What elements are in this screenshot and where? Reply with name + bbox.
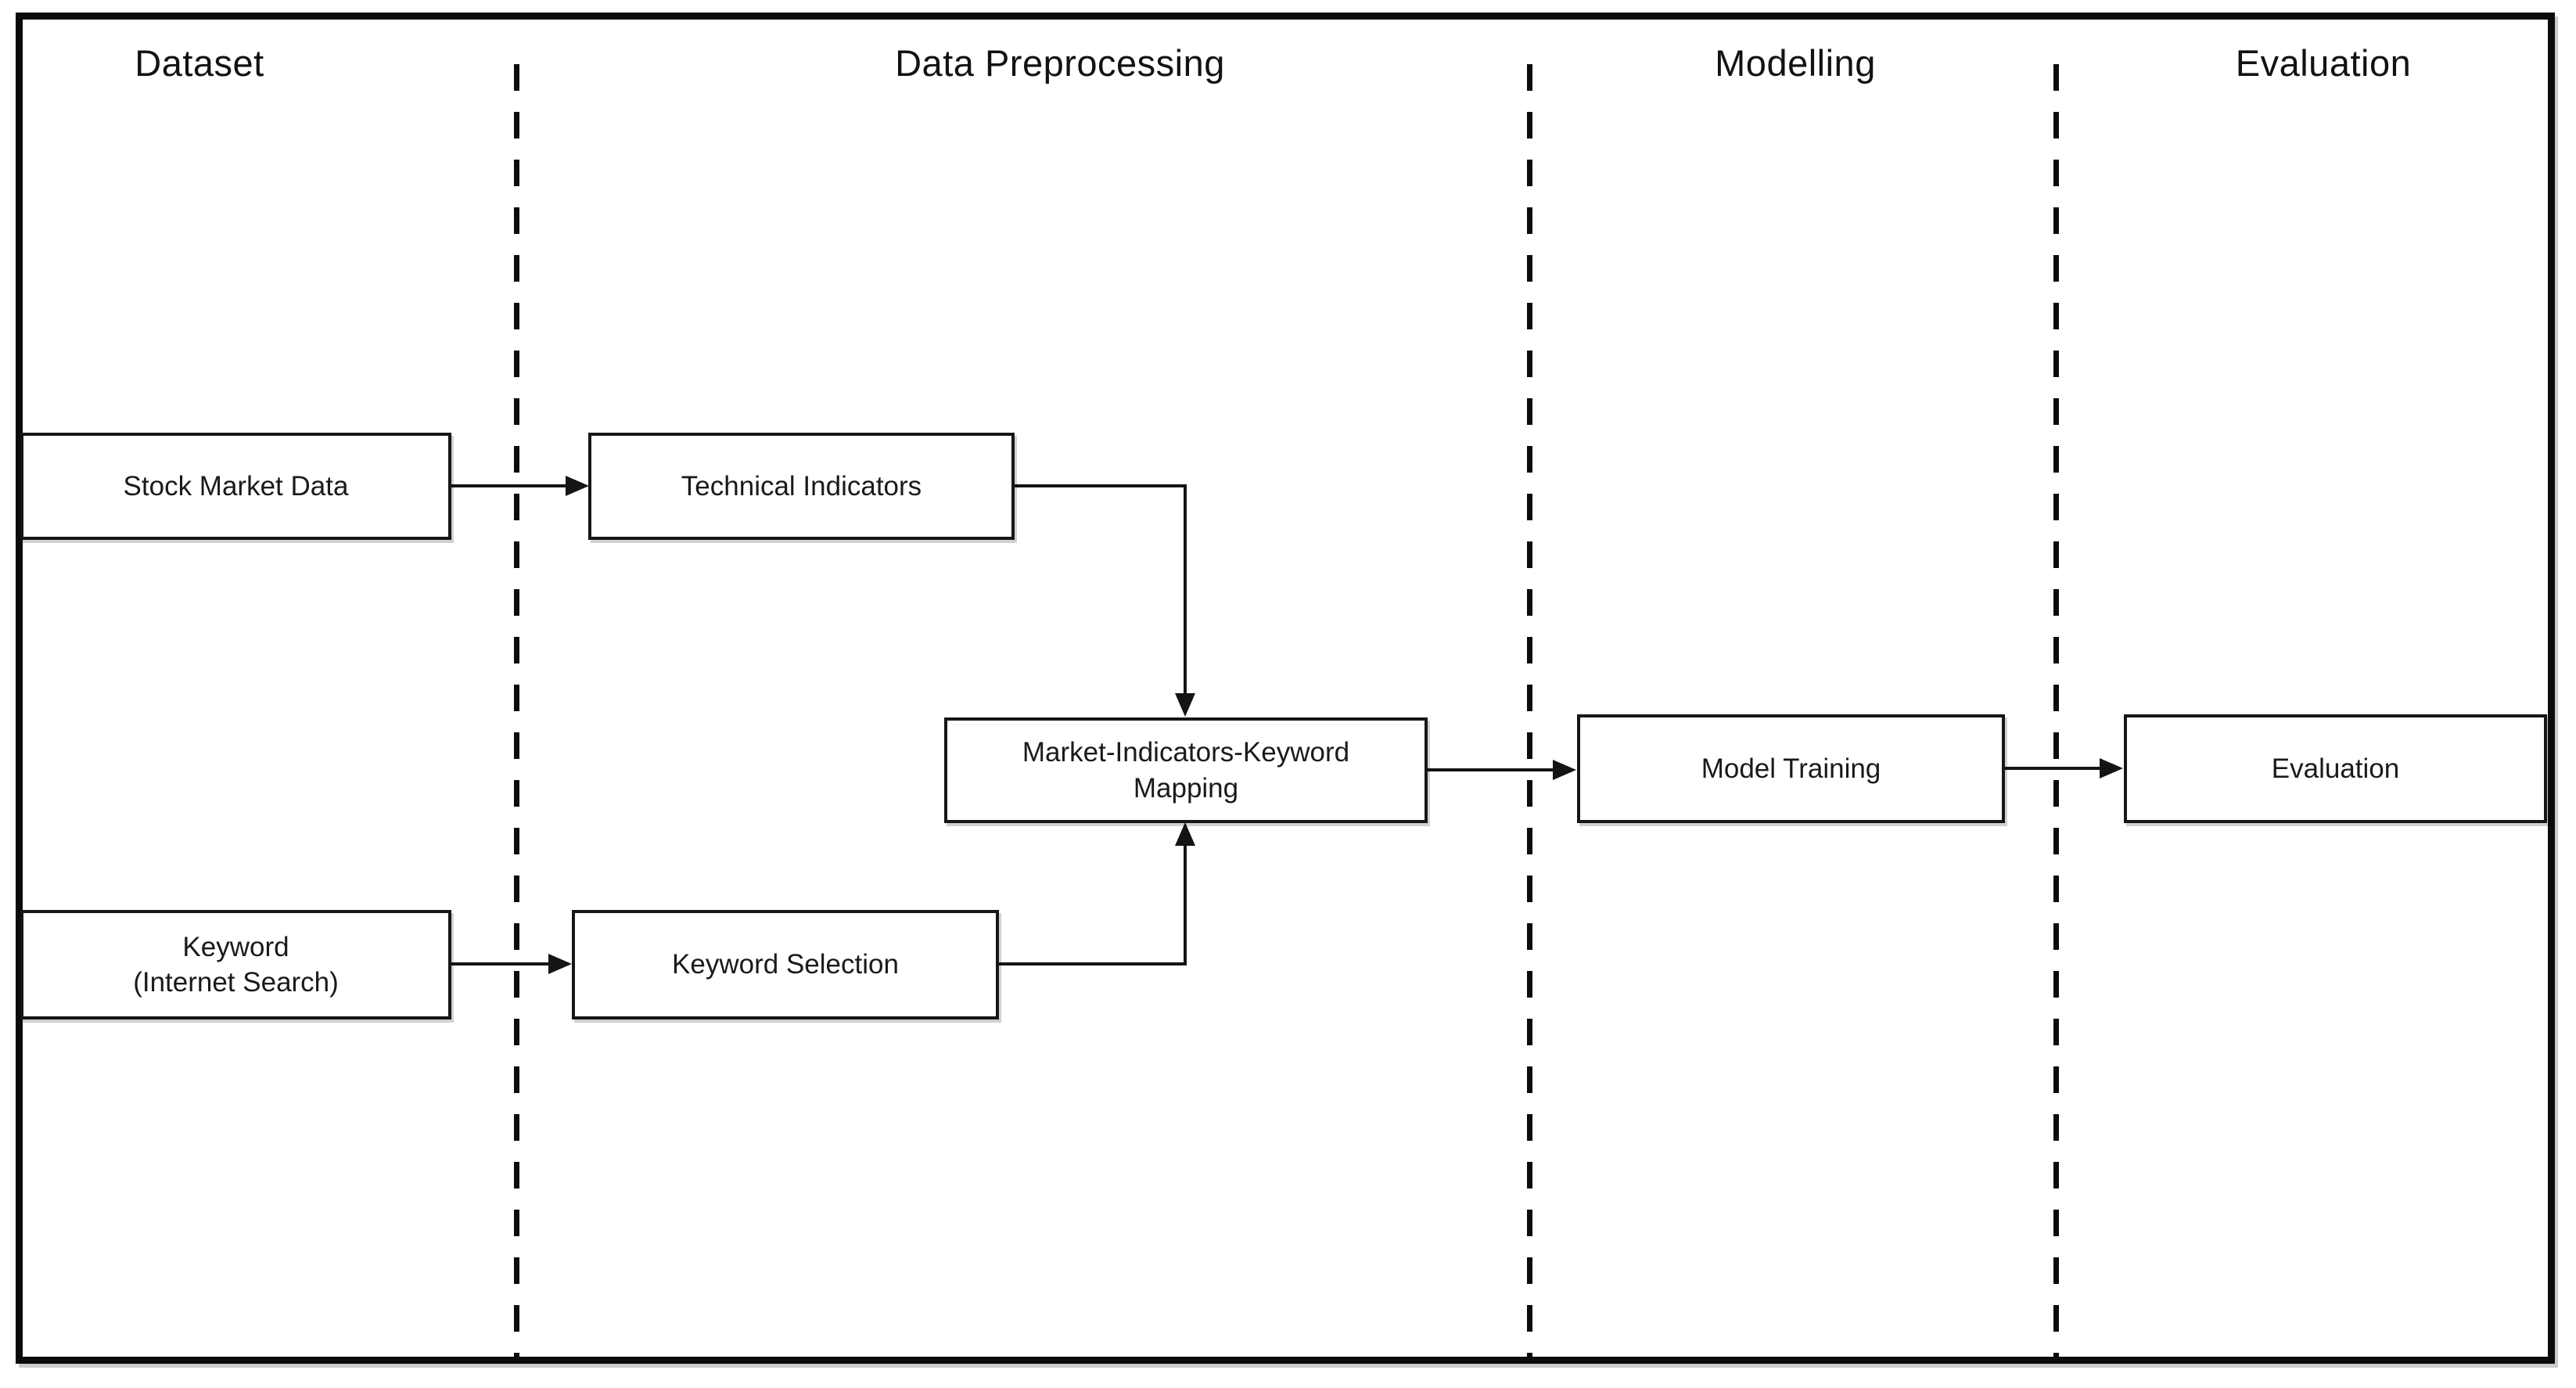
arrow-line	[451, 484, 567, 487]
arrowhead-down-icon	[1175, 693, 1195, 717]
lane-header-dataset: Dataset	[135, 42, 264, 84]
arrow-line	[1013, 484, 1187, 487]
lane-divider-2	[1527, 64, 1532, 1357]
arrow-line	[999, 962, 1187, 965]
node-stock-market-data-label: Stock Market Data	[123, 470, 349, 502]
arrowhead-up-icon	[1175, 822, 1195, 846]
lane-divider-1	[514, 64, 519, 1357]
node-technical-indicators: Technical Indicators	[588, 433, 1015, 540]
arrow-line	[1428, 768, 1554, 771]
node-model-training: Model Training	[1577, 714, 2005, 823]
node-keyword-internet-search: Keyword (Internet Search)	[20, 910, 451, 1019]
arrowhead-right-icon	[566, 476, 589, 496]
node-market-indicators-keyword-mapping: Market-Indicators-Keyword Mapping	[944, 717, 1428, 823]
node-evaluation-label: Evaluation	[2271, 753, 2400, 784]
node-keyword-selection-label: Keyword Selection	[672, 949, 899, 980]
arrowhead-right-icon	[2100, 758, 2123, 779]
lane-header-modelling: Modelling	[1715, 42, 1876, 84]
arrow-line	[1184, 484, 1187, 696]
arrowhead-right-icon	[1553, 760, 1576, 780]
node-model-training-label: Model Training	[1701, 753, 1881, 784]
node-market-indicators-keyword-mapping-label: Market-Indicators-Keyword Mapping	[1022, 737, 1350, 804]
node-technical-indicators-label: Technical Indicators	[681, 470, 922, 502]
arrow-line	[1184, 845, 1187, 965]
node-evaluation: Evaluation	[2124, 714, 2547, 823]
diagram-frame	[16, 13, 2555, 1364]
arrow-line	[451, 962, 550, 965]
node-keyword-internet-search-label: Keyword (Internet Search)	[133, 931, 339, 998]
arrowhead-right-icon	[548, 954, 572, 974]
lane-header-evaluation: Evaluation	[2235, 42, 2412, 84]
arrow-line	[2005, 767, 2102, 770]
lane-header-data-preprocessing: Data Preprocessing	[895, 42, 1225, 84]
node-stock-market-data: Stock Market Data	[20, 433, 451, 540]
node-keyword-selection: Keyword Selection	[572, 910, 999, 1019]
lane-divider-3	[2053, 64, 2059, 1357]
